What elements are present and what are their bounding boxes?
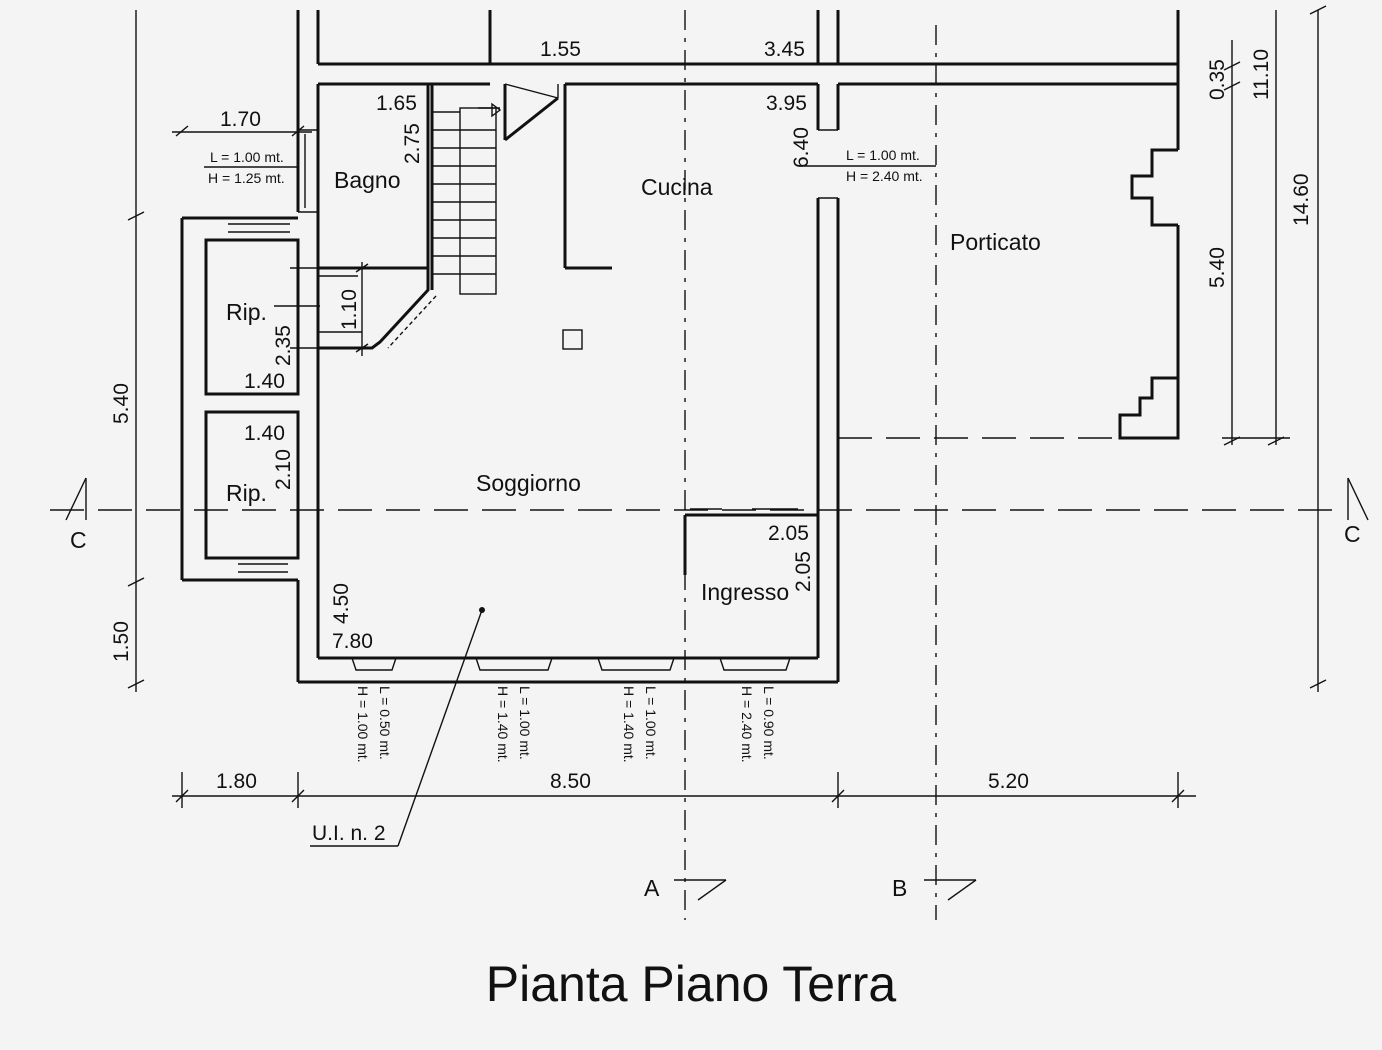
- dim-rip1-h: 2.35: [272, 325, 295, 366]
- dim-landing: 1.10: [338, 289, 361, 330]
- opening-porticato-h: H = 2.40 mt.: [846, 168, 923, 184]
- dim-sogg-h: 4.50: [330, 583, 353, 624]
- walls: [180, 10, 1180, 684]
- section-lines: [50, 10, 1340, 920]
- opening-porticato-l: L = 1.00 mt.: [846, 147, 920, 163]
- opening-w2-l: L = 1.00 mt.: [517, 686, 533, 760]
- room-label-ingresso: Ingresso: [701, 579, 789, 605]
- dim-bagno-h: 2.75: [401, 123, 424, 164]
- section-label-a: A: [644, 875, 660, 901]
- room-label-rip-lower: Rip.: [226, 480, 267, 506]
- page-title: Pianta Piano Terra: [486, 956, 897, 1012]
- opening-w4-l: L = 0.90 mt.: [761, 686, 777, 760]
- opening-w3-h: H = 1.40 mt.: [621, 686, 637, 763]
- section-markers: [65, 477, 1369, 901]
- room-label-porticato: Porticato: [950, 229, 1041, 255]
- opening-w2-h: H = 1.40 mt.: [495, 686, 511, 763]
- dim-rip2-w: 1.40: [244, 422, 285, 445]
- dim-right-540: 5.40: [1206, 247, 1229, 288]
- dim-bottom-180: 1.80: [216, 770, 257, 793]
- dim-rip2-h: 2.10: [272, 449, 295, 490]
- pillar: [562, 329, 583, 350]
- dim-left-150: 1.50: [110, 621, 133, 662]
- dim-bottom-850: 8.50: [550, 770, 591, 793]
- room-label-cucina: Cucina: [641, 174, 713, 200]
- dim-right-1460: 14.60: [1290, 173, 1313, 226]
- room-label-rip-upper: Rip.: [226, 299, 267, 325]
- unit-leader: [310, 607, 485, 847]
- dim-bottom-520: 5.20: [988, 770, 1029, 793]
- dim-bagno-w: 1.65: [376, 92, 417, 115]
- dim-top-155: 1.55: [540, 38, 581, 61]
- dim-ingresso-h: 2.05: [792, 551, 815, 592]
- opening-w3-l: L = 1.00 mt.: [643, 686, 659, 760]
- dim-top-345: 3.45: [764, 38, 805, 61]
- dim-left-170: 1.70: [220, 108, 261, 131]
- opening-w1-l: L = 0.50 mt.: [377, 686, 393, 760]
- dim-right-035: 0.35: [1206, 59, 1229, 100]
- section-label-c-left: C: [70, 527, 87, 553]
- dim-right-1110: 11.10: [1250, 49, 1273, 100]
- opening-bagno-h: H = 1.25 mt.: [208, 170, 285, 186]
- room-label-bagno: Bagno: [334, 167, 401, 193]
- dimension-lines: [127, 5, 1327, 808]
- section-label-b: B: [892, 875, 907, 901]
- section-label-c-right: C: [1344, 521, 1361, 547]
- unit-label: U.I. n. 2: [312, 822, 386, 845]
- dim-ingresso-w: 2.05: [768, 522, 809, 545]
- opening-w4-h: H = 2.40 mt.: [739, 686, 755, 763]
- dim-left-540: 5.40: [110, 383, 133, 424]
- opening-w1-h: H = 1.00 mt.: [355, 686, 371, 763]
- dim-cucina-w: 3.95: [766, 92, 807, 115]
- dim-cucina-h: 6.40: [790, 127, 813, 168]
- staircase: [432, 102, 502, 295]
- room-label-soggiorno: Soggiorno: [476, 470, 581, 496]
- dim-sogg-w: 7.80: [332, 630, 373, 653]
- bottom-windows: [351, 657, 791, 671]
- opening-bagno-l: L = 1.00 mt.: [210, 149, 284, 165]
- dim-rip1-w: 1.40: [244, 370, 285, 393]
